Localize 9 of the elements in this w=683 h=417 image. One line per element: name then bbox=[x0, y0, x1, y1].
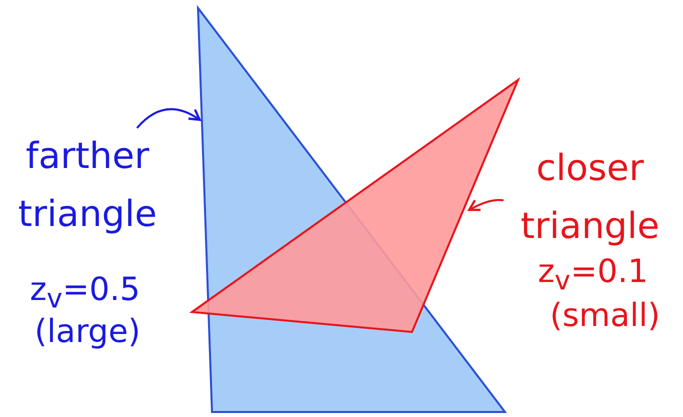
size-note: (large) bbox=[33, 312, 142, 350]
depth-value: z$_{v}$=0.1 bbox=[536, 252, 650, 296]
depth-value: z$_{v}$=0.5 bbox=[28, 270, 142, 314]
arrow bbox=[468, 198, 504, 212]
triangle-label: closer triangle bbox=[520, 147, 660, 249]
arrow bbox=[136, 108, 201, 129]
size-note: (small) bbox=[548, 296, 662, 334]
triangle-shape bbox=[188, 76, 522, 336]
triangle-label: farther triangle bbox=[17, 135, 158, 237]
